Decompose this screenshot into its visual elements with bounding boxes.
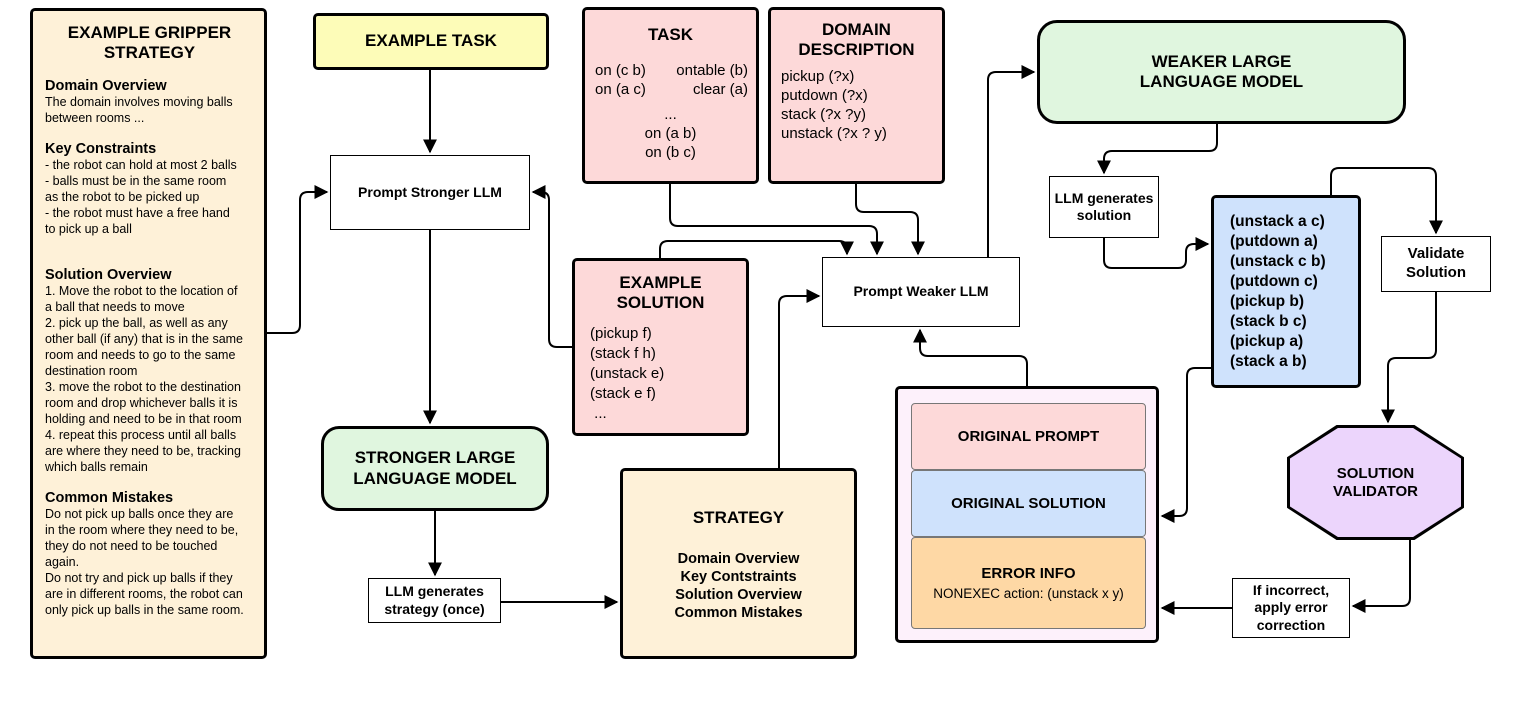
error-correction-label: If incorrect, apply error correction	[1252, 581, 1330, 633]
example-solution-step: (stack e f)	[590, 384, 656, 402]
original-solution-label: ORIGINAL SOLUTION	[951, 495, 1106, 512]
strategy-item: Key Contstraints	[680, 569, 797, 586]
task-goal-on-a-c: on (a c)	[595, 81, 646, 99]
example-task-box: EXAMPLE TASK	[313, 13, 549, 70]
llm-generates-solution-label: LLM generates solution	[1054, 189, 1154, 224]
validate-solution-label: Validate Solution	[1406, 245, 1466, 281]
error-info-block: ERROR INFO NONEXEC action: (unstack x y)	[911, 537, 1146, 629]
arrow-error-panel-to-prompt-weaker	[913, 328, 1028, 386]
arrow-validator-to-error-correction	[1351, 540, 1411, 613]
prompt-weaker-llm-label: Prompt Weaker LLM	[853, 283, 989, 300]
arrow-example-solution-to-prompt-weaker	[659, 240, 854, 258]
prompt-weaker-llm-box: Prompt Weaker LLM	[822, 257, 1020, 327]
error-info-label: ERROR INFO	[981, 565, 1076, 582]
weaker-llm-title: WEAKER LARGE LANGUAGE MODEL	[1139, 51, 1304, 91]
example-solution-step: (stack f h)	[590, 344, 656, 362]
task-goal-on-b-c: on (b c)	[645, 144, 696, 162]
panel-title: EXAMPLE GRIPPER STRATEGY	[67, 23, 232, 63]
domain-action: stack (?x ?y)	[781, 105, 867, 123]
arrow-domain-to-prompt-weaker	[855, 184, 925, 256]
weaker-llm-box: WEAKER LARGE LANGUAGE MODEL	[1037, 20, 1406, 124]
solution-step: (pickup a)	[1230, 333, 1304, 350]
section-body-solution-overview: 1. Move the robot to the location of a b…	[45, 283, 244, 474]
example-gripper-strategy-panel: EXAMPLE GRIPPER STRATEGY Domain Overview…	[30, 8, 267, 659]
task-title: TASK	[647, 25, 693, 44]
example-solution-step: ...	[590, 404, 607, 422]
domain-description-box: DOMAIN DESCRIPTION pickup (?x) putdown (…	[768, 7, 945, 184]
task-row-2: on (a c) clear (a)	[585, 80, 756, 99]
prompt-stronger-llm-label: Prompt Stronger LLM	[358, 183, 502, 200]
arrow-solution-to-original-solution	[1160, 367, 1211, 523]
generated-solution-box: (unstack a c) (putdown a) (unstack c b) …	[1211, 195, 1361, 388]
task-init-clear-a: clear (a)	[692, 81, 748, 99]
strategy-item: Domain Overview	[677, 551, 800, 568]
arrow-strategy-panel-to-prompt	[267, 185, 329, 334]
task-init-ontable-b: ontable (b)	[676, 62, 748, 80]
strategy-item: Solution Overview	[675, 587, 802, 604]
solution-step: (stack a b)	[1230, 353, 1307, 370]
example-solution-step: (pickup f)	[590, 324, 652, 342]
example-solution-step: (unstack e)	[590, 364, 665, 382]
prompt-stronger-llm-box: Prompt Stronger LLM	[330, 155, 530, 230]
section-heading-key-constraints: Key Constraints	[45, 140, 157, 157]
section-body-common-mistakes: Do not pick up balls once they are in th…	[45, 506, 244, 617]
example-solution-title: EXAMPLE SOLUTION	[616, 273, 705, 313]
section-heading-common-mistakes: Common Mistakes	[45, 489, 174, 506]
validate-solution-box: Validate Solution	[1381, 236, 1491, 292]
solution-validator-title: SOLUTION VALIDATOR	[1333, 464, 1418, 500]
stronger-llm-title: STRONGER LARGE LANGUAGE MODEL	[353, 448, 517, 488]
stronger-llm-box: STRONGER LARGE LANGUAGE MODEL	[321, 426, 549, 511]
domain-action: pickup (?x)	[781, 67, 855, 85]
section-heading-domain-overview: Domain Overview	[45, 77, 167, 94]
example-solution-box: EXAMPLE SOLUTION (pickup f) (stack f h) …	[572, 258, 749, 436]
task-goal-on-c-b: on (c b)	[595, 62, 646, 80]
original-prompt-label: ORIGINAL PROMPT	[957, 428, 1100, 445]
domain-action: putdown (?x)	[781, 86, 868, 104]
solution-validator-octagon: SOLUTION VALIDATOR	[1287, 425, 1464, 540]
arrow-strategy-to-prompt-weaker	[778, 289, 821, 468]
strategy-item: Common Mistakes	[674, 605, 803, 622]
error-info-detail: NONEXEC action: (unstack x y)	[933, 586, 1124, 601]
solution-step: (unstack a c)	[1230, 213, 1325, 230]
solution-step: (unstack c b)	[1230, 253, 1326, 270]
section-body-domain-overview: The domain involves moving balls between…	[45, 94, 233, 125]
section-body-key-constraints: - the robot can hold at most 2 balls - b…	[45, 157, 237, 236]
solution-step: (stack b c)	[1230, 313, 1307, 330]
error-correction-box: If incorrect, apply error correction	[1232, 578, 1350, 638]
llm-generates-strategy-label: LLM generates strategy (once)	[384, 583, 485, 617]
llm-generates-strategy-box: LLM generates strategy (once)	[368, 578, 501, 623]
domain-action: unstack (?x ? y)	[781, 124, 887, 142]
original-solution-block: ORIGINAL SOLUTION	[911, 470, 1146, 537]
arrow-solution-gen-to-solution	[1103, 237, 1210, 269]
example-task-title: EXAMPLE TASK	[365, 31, 497, 51]
task-row-1: on (c b) ontable (b)	[585, 61, 756, 80]
task-box: TASK on (c b) ontable (b) on (a c) clear…	[582, 7, 759, 184]
strategy-title: STRATEGY	[692, 508, 785, 527]
solution-step: (pickup b)	[1230, 293, 1305, 310]
arrow-validate-to-validator	[1381, 292, 1437, 424]
arrow-prompt-weaker-to-weaker-llm	[987, 65, 1036, 257]
arrow-task-to-prompt-weaker	[669, 184, 884, 256]
strategy-box: STRATEGY Domain Overview Key Contstraint…	[620, 468, 857, 659]
solution-step: (putdown c)	[1230, 273, 1318, 290]
arrow-weaker-llm-to-solution-gen	[1097, 124, 1218, 175]
task-goal-on-a-b: on (a b)	[644, 125, 697, 143]
original-prompt-block: ORIGINAL PROMPT	[911, 403, 1146, 470]
arrow-example-solution-to-prompt	[531, 185, 572, 348]
solution-validator-fill: SOLUTION VALIDATOR	[1290, 428, 1461, 537]
error-correction-prompt-panel: ORIGINAL PROMPT ORIGINAL SOLUTION ERROR …	[895, 386, 1159, 643]
task-ellipsis: ...	[664, 106, 677, 124]
domain-description-title: DOMAIN DESCRIPTION	[798, 20, 915, 60]
solution-step: (putdown a)	[1230, 233, 1318, 250]
llm-generates-solution-box: LLM generates solution	[1049, 176, 1159, 238]
section-heading-solution-overview: Solution Overview	[45, 266, 172, 283]
